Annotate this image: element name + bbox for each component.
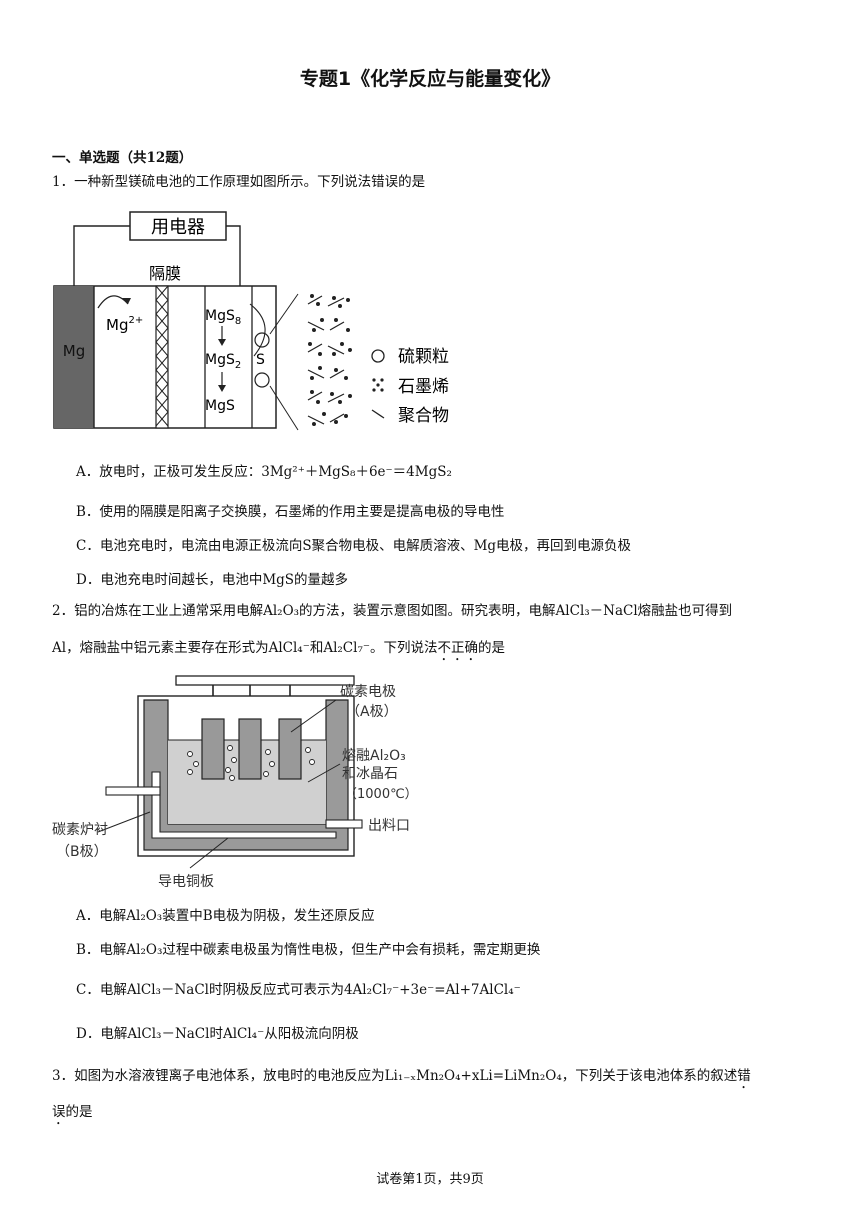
device-label: 用电器 <box>151 217 205 238</box>
section-heading: 一、单选题（共12题） <box>52 150 193 166</box>
temperature-label: （1000℃） <box>344 787 418 802</box>
question-2-stem-line2: Al，熔融盐中铝元素主要存在形式为AlCl₄⁻和Al₂Cl₇⁻。下列说法不正确的… <box>52 638 505 664</box>
legend-graphene: 石墨烯 <box>398 377 449 397</box>
b-pole-label: （B极） <box>56 844 108 860</box>
outlet-pipe <box>325 819 363 829</box>
polymer-icon <box>371 409 385 419</box>
q2-option-a: A．电解Al₂O₃装置中B电极为阴极，发生还原反应 <box>76 908 375 924</box>
page-footer: 试卷第1页，共9页 <box>376 1172 484 1187</box>
molten-label: 熔融Al₂O₃ <box>342 748 406 764</box>
lining-label: 碳素炉衬 <box>52 822 108 838</box>
q2-option-c: C．电解AlCl₃－NaCl时阴极反应式可表示为4Al₂Cl₇⁻+3e⁻=Al+… <box>76 982 521 998</box>
s-label: S <box>256 352 265 368</box>
device-box <box>129 211 227 241</box>
mg-electrode <box>54 286 94 428</box>
mg-label: Mg <box>63 342 85 360</box>
q1-option-a-formula: 3Mg²⁺＋MgS₈＋6e⁻＝4MgS₂ <box>261 464 452 480</box>
q3-stem-tail: 的是 <box>65 1104 93 1120</box>
copper-plate-label: 导电铜板 <box>158 874 214 890</box>
q1-option-c: C．电池充电时，电流由电源正极流向S聚合物电极、电解质溶液、Mg电极，再回到电源… <box>76 538 632 554</box>
outlet-label: 出料口 <box>368 818 410 834</box>
q1-option-a-text: A．放电时，正极可发生反应： <box>76 464 262 480</box>
mgs-label: MgS <box>205 398 235 414</box>
question-2-figure: 碳素电极 （A极） 熔融Al₂O₃ 和冰晶石 （1000℃） 出料口 碳素炉衬 … <box>52 675 418 890</box>
carbon-electrode-label: 碳素电极 <box>340 684 396 700</box>
q2-option-b: B．电解Al₂O₃过程中碳素电极虽为惰性电极，但生产中会有损耗，需定期更换 <box>76 942 541 958</box>
q3-stem-emphasis-1: 错 <box>737 1068 751 1084</box>
q3-stem-emphasis-2: 误 <box>52 1104 66 1120</box>
copper-plate <box>151 771 337 839</box>
mg-ion-label: Mg2+ <box>106 315 143 334</box>
question-3-stem-line1: 3．如图为水溶液锂离子电池体系，放电时的电池反应为Li₁₋ₓMn₂O₄+xLi=… <box>52 1066 751 1092</box>
question-1-stem: 1．一种新型镁硫电池的工作原理如图所示。下列说法错误的是 <box>52 174 426 190</box>
sulfur-particle-icon <box>371 349 385 363</box>
question-2-stem-line1: 2．铝的冶炼在工业上通常采用电解Al₂O₃的方法，装置示意图如图。研究表明，电解… <box>52 603 733 619</box>
page-title: 专题1《化学反应与能量变化》 <box>299 68 561 90</box>
mgs2-label: MgS2 <box>205 352 241 371</box>
question-1-figure: 用电器 隔膜 Mg Mg2+ MgS8 MgS2 MgS S <box>53 211 449 431</box>
q2-stem-text-b: 的是 <box>477 640 505 656</box>
mgs8-label: MgS8 <box>205 308 241 327</box>
question-3-stem-line2: 误的是 <box>52 1102 93 1128</box>
membrane-label: 隔膜 <box>149 264 181 283</box>
q1-option-d: D．电池充电时间越长，电池中MgS的量越多 <box>76 572 349 588</box>
cryolite-label: 和冰晶石 <box>342 766 398 782</box>
legend-polymer: 聚合物 <box>398 406 449 426</box>
q1-option-a: A．放电时，正极可发生反应：3Mg²⁺＋MgS₈＋6e⁻＝4MgS₂ <box>76 460 452 480</box>
graphene-icon <box>372 378 384 392</box>
q3-stem-text: 3．如图为水溶液锂离子电池体系，放电时的电池反应为Li₁₋ₓMn₂O₄+xLi=… <box>52 1068 738 1084</box>
q2-stem-emphasis: 不正确 <box>437 640 478 656</box>
q1-option-b: B．使用的隔膜是阳离子交换膜，石墨烯的作用主要是提高电极的导电性 <box>76 504 505 520</box>
q2-option-d: D．电解AlCl₃－NaCl时AlCl₄⁻从阳极流向阴极 <box>76 1026 359 1042</box>
legend-sulfur: 硫颗粒 <box>398 347 449 367</box>
q2-stem-text-a: Al，熔融盐中铝元素主要存在形式为AlCl₄⁻和Al₂Cl₇⁻。下列说法 <box>52 640 438 656</box>
a-pole-label: （A极） <box>346 704 398 720</box>
